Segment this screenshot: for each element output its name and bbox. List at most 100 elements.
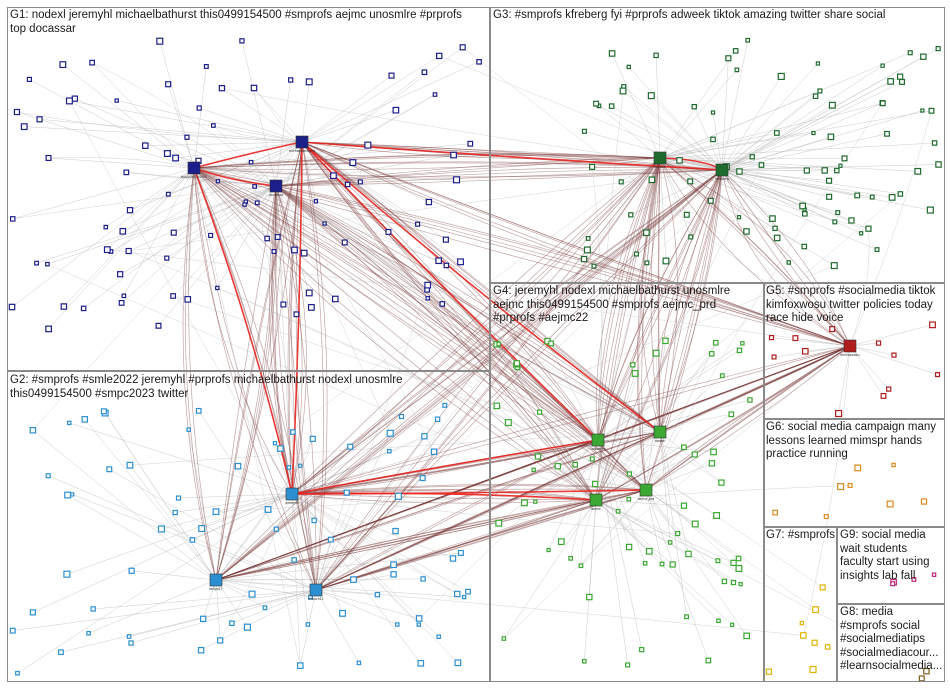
- network-node: [626, 496, 632, 502]
- network-node: [608, 50, 616, 57]
- network-node: [156, 37, 164, 45]
- edge: [503, 499, 597, 639]
- edge-cross: [215, 499, 597, 581]
- panel-g5: [764, 283, 945, 419]
- network-node: [898, 78, 906, 85]
- edge: [597, 439, 678, 534]
- edge: [595, 373, 636, 501]
- hub-node: jeremyhl: [284, 487, 299, 505]
- edge-cross: [595, 169, 723, 501]
- edge: [849, 110, 932, 347]
- edge-cross: [595, 169, 723, 501]
- edge-cross: [597, 345, 851, 441]
- network-node: [639, 646, 645, 653]
- network-node: [421, 69, 428, 76]
- edge: [215, 579, 311, 598]
- edge-cross: [645, 345, 851, 491]
- network-node: [254, 200, 260, 206]
- edge-cross: [291, 345, 851, 495]
- network-node: [45, 261, 50, 267]
- edge: [193, 143, 471, 169]
- hub-node-label: kellyg17: [209, 587, 222, 591]
- network-node: [439, 301, 446, 307]
- edge: [116, 100, 303, 143]
- network-node: [392, 106, 400, 114]
- network-node: [392, 527, 399, 535]
- edge: [193, 66, 207, 169]
- edge: [275, 144, 368, 187]
- edge: [131, 570, 217, 581]
- network-node: [891, 462, 896, 468]
- network-node: [716, 618, 721, 624]
- edge: [498, 343, 597, 501]
- edge: [315, 589, 420, 619]
- edge: [301, 109, 396, 143]
- edge: [291, 493, 678, 534]
- network-node: [126, 207, 134, 214]
- network-node: [163, 150, 171, 157]
- edge-cross: [595, 345, 851, 501]
- edge-cross: [301, 141, 661, 160]
- network-node: [734, 67, 740, 73]
- edge: [275, 94, 436, 187]
- network-node: [865, 225, 872, 232]
- edge-cross: [315, 345, 851, 591]
- edge-cross: [275, 169, 723, 187]
- edge: [597, 439, 628, 665]
- edge: [462, 47, 851, 347]
- network-node: [65, 97, 73, 105]
- network-node: [652, 349, 660, 357]
- edge-cross: [659, 157, 851, 347]
- edge: [291, 493, 419, 625]
- edge: [275, 185, 823, 588]
- network-node: [907, 50, 913, 56]
- edge: [192, 493, 293, 541]
- edge: [646, 157, 661, 263]
- hub-node-icon: [653, 151, 667, 165]
- network-node: [803, 167, 810, 174]
- network-node: [811, 639, 818, 646]
- edge-cross: [658, 157, 661, 433]
- network-node: [765, 668, 773, 675]
- network-node: [388, 72, 395, 79]
- network-node: [274, 234, 281, 240]
- network-node: [815, 61, 821, 66]
- network-node: [719, 373, 725, 379]
- edge-cross: [301, 141, 597, 501]
- edge: [516, 363, 661, 433]
- edge: [291, 493, 309, 625]
- edge: [645, 489, 816, 610]
- edge: [617, 431, 661, 512]
- edge-cross: [638, 157, 661, 491]
- edge-cross: [301, 141, 324, 591]
- edge: [291, 405, 445, 495]
- edge-cross: [659, 345, 851, 433]
- network-node: [812, 93, 819, 100]
- edge-cross: [193, 167, 317, 591]
- network-node: [45, 154, 52, 162]
- network-node: [721, 578, 728, 585]
- edge: [645, 489, 663, 565]
- edge: [659, 110, 932, 159]
- network-node: [296, 662, 304, 669]
- network-node: [619, 87, 627, 95]
- edge-cross: [275, 185, 599, 441]
- hub-node: lcrouch11: [308, 583, 324, 601]
- edge: [773, 345, 851, 358]
- edge: [659, 50, 736, 159]
- network-node: [772, 509, 779, 516]
- edge: [659, 157, 878, 250]
- edge: [721, 76, 782, 171]
- network-node: [869, 194, 875, 200]
- network-node: [327, 536, 334, 543]
- edge: [803, 345, 851, 636]
- edge: [215, 552, 461, 581]
- network-node: [801, 347, 809, 355]
- edge-cross: [291, 431, 661, 495]
- edge: [597, 364, 634, 441]
- network-node: [715, 558, 721, 564]
- edge: [849, 228, 870, 347]
- network-node: [126, 634, 132, 639]
- network-node: [653, 52, 659, 59]
- edge: [301, 55, 440, 143]
